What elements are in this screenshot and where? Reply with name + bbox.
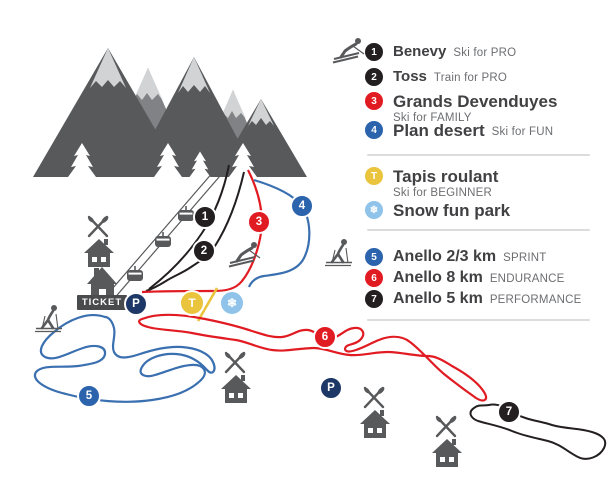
legend-badge-5: 5 [365,248,383,266]
legend-badge-7: 7 [365,290,383,308]
marker-piste-2: 2 [192,239,216,263]
trail-1-benevy [148,164,230,290]
marker-label: 1 [201,211,209,223]
legend-item-anello-sprint: 5 Anello 2/3 km SPRINT [365,248,547,266]
legend-badge-6: 6 [365,269,383,287]
restaurant-icon [82,213,116,269]
snowflake-icon: ❄ [226,296,238,310]
legend-item-snow-fun-park: ❄ Snow fun park [365,201,510,220]
legend-sub: PERFORMANCE [489,294,582,306]
legend-badge-snowflake: ❄ [365,201,383,219]
legend-name: Snow fun park [393,201,511,220]
legend-sub: Ski for PRO [453,47,517,59]
legend-sub: Ski for BEGINNER [393,187,493,199]
cross-country-skier-legend-icon [323,237,354,267]
legend-name: Anello 5 km [393,290,483,307]
legend-badge-1: 1 [365,43,383,61]
ticket-office-label: TICKET [77,295,127,310]
marker-label: 7 [505,406,513,418]
trail-2-toss [145,171,245,292]
restaurant-icon [430,413,464,469]
marker-ring-5: 5 [77,384,101,408]
legend-badge-4: 4 [365,121,383,139]
legend-item-toss: 2 Toss Train for PRO [365,68,507,86]
legend-item-benevy: 1 Benevy Ski for PRO [365,43,516,61]
legend-divider [367,154,590,156]
legend-name: Grands Devenduyes [393,92,558,111]
legend-sub: Train for PRO [433,72,508,84]
parking-badge: P [124,292,148,316]
loop-6-endurance [138,313,488,402]
legend-item-anello-performance: 7 Anello 5 km PERFORMANCE [365,290,581,308]
legend-divider [367,229,590,231]
snowpark-badge: ❄ [219,290,245,316]
legend-item-plan-desert: 4 Plan desert Ski for FUN [365,121,553,140]
marker-piste-1: 1 [193,205,217,229]
restaurant-icon [358,384,392,440]
cross-country-skier-icon [33,303,64,333]
ski-lift-line [105,163,227,302]
legend-sub: ENDURANCE [489,273,565,285]
legend-item-anello-endurance: 6 Anello 8 km ENDURANCE [365,269,564,287]
legend-sub: SPRINT [503,252,547,264]
marker-label: 2 [200,245,208,257]
legend-sub: Ski for FUN [491,126,554,138]
loop-7-performance [469,403,607,460]
ticket-office-icon [87,267,117,297]
tapis-roulant-line [196,287,219,322]
legend-name: Tapis roulant [393,167,499,186]
legend-name: Anello 2/3 km [393,248,497,265]
mountain-range [33,48,307,177]
restaurant-icon [219,349,253,405]
tapis-roulant-badge: T [179,290,205,316]
marker-label: 6 [321,331,329,343]
legend-item-grands-devenduyes: 3 Grands Devenduyes Ski for FAMILY [365,92,557,124]
legend-badge-2: 2 [365,68,383,86]
marker-label: 5 [85,390,93,402]
marker-label: T [188,296,196,310]
loop-5-sprint [33,314,216,403]
legend-item-tapis-roulant: T Tapis roulant Ski for BEGINNER [365,167,498,199]
marker-piste-3: 3 [247,210,271,234]
marker-label: 4 [298,200,306,212]
legend-name: Plan desert [393,121,485,140]
legend-badge-3: 3 [365,92,383,110]
legend-divider [367,319,590,321]
marker-label: 3 [255,216,263,228]
legend-sub: Ski for FAMILY [393,112,472,124]
downhill-skier-icon [227,240,262,268]
parking-badge: P [319,376,343,400]
trail-4-plan-desert [247,178,311,288]
legend-name: Anello 8 km [393,269,483,286]
trail-3-grands-devenduyes [141,169,263,294]
parking-label: P [327,382,335,394]
downhill-skier-legend-icon [331,36,366,64]
legend-name: Toss [393,68,427,85]
parking-label: P [132,298,140,310]
marker-ring-6: 6 [313,325,337,349]
gondola-icon [154,231,172,248]
legend-name: Benevy [393,43,447,60]
marker-piste-4: 4 [290,194,314,218]
marker-ring-7: 7 [497,400,521,424]
legend-badge-T: T [365,167,383,185]
